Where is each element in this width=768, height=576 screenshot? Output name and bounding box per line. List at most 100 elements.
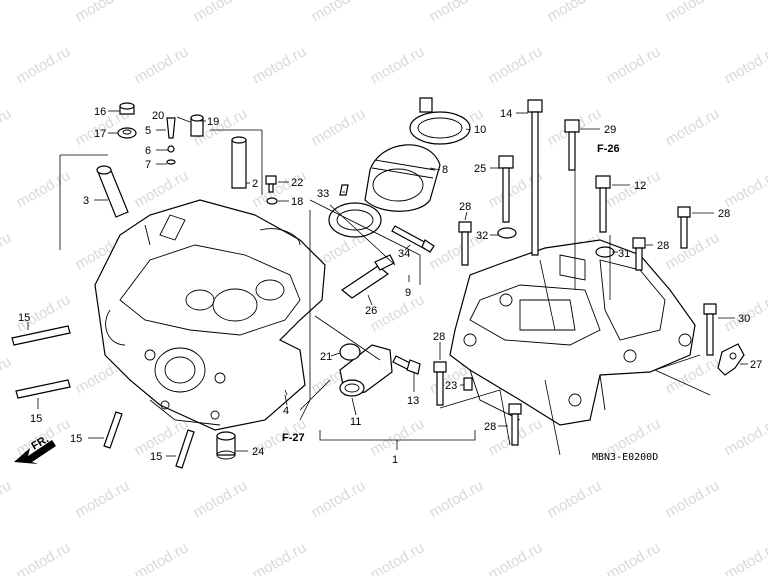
callout-13: 13 [407,395,419,407]
ref-f26: F-26 [597,143,620,155]
callout-14: 14 [500,108,512,120]
watermark-text: motod.ru [603,539,663,576]
watermark-text: motod.ru [367,43,427,87]
stud-15c [103,411,123,449]
callout-28-a: 28 [718,208,730,220]
spark-plug-26 [340,254,395,299]
bolt-29 [564,119,580,171]
diagram-code: MBN3-E0200D [592,452,658,463]
callout-34: 34 [398,248,410,260]
watermark-text: motod.ru [13,43,73,87]
watermark-text: motod.ru [721,539,768,576]
callout-20: 20 [152,110,164,122]
watermark-text: motod.ru [603,43,663,87]
ring-6 [167,145,175,153]
cap-nut-16 [119,102,135,115]
clamp-10 [409,97,471,145]
valve-guide-3 [96,165,129,218]
stud-15b [15,379,71,399]
watermark-text: motod.ru [485,539,545,576]
bolt-30 [703,303,717,356]
watermark-text: motod.ru [662,0,722,25]
stud-15d [175,429,195,469]
watermark-text: motod.ru [426,0,486,25]
watermark-text: motod.ru [0,477,14,521]
callout-22: 22 [291,177,303,189]
callout-12: 12 [634,180,646,192]
callout-16: 16 [94,106,106,118]
callout-29: 29 [604,124,616,136]
callout-leaders [27,110,748,457]
ref-f27: F-27 [282,432,305,444]
watermark-text: motod.ru [662,477,722,521]
watermark-text: motod.ru [249,539,309,576]
bolt-25 [498,155,514,223]
callout-15-c: 15 [70,433,82,445]
washer-32 [497,227,517,239]
watermark-text: motod.ru [190,0,250,25]
watermark-text: motod.ru [662,105,722,149]
bolt-28-b [677,206,691,249]
washer-17 [117,127,137,139]
bolt-28-a [458,221,472,266]
assembly-lines [59,129,711,456]
callout-24: 24 [252,446,264,458]
callout-27: 27 [750,359,762,371]
callout-28-d: 28 [433,331,445,343]
callout-11: 11 [350,416,361,428]
watermark-text: motod.ru [308,105,368,149]
watermark-text: motod.ru [13,167,73,211]
front-arrow-icon [14,440,56,464]
watermark-text: motod.ru [721,43,768,87]
watermark-text: motod.ru [662,229,722,273]
dowel-23 [463,377,473,391]
callout-15-a: 15 [18,312,30,324]
bolt-14 [527,99,543,256]
watermark-text: motod.ru [426,477,486,521]
callout-28-c: 28 [657,240,669,252]
bracket-27 [717,343,745,376]
bolt-22 [265,175,277,193]
watermark-text: motod.ru [0,105,14,149]
callout-8: 8 [442,164,448,176]
watermark-text: motod.ru [367,415,427,459]
watermark-text: motod.ru [367,539,427,576]
cylinder-head [94,199,326,431]
clip-7 [166,159,176,165]
callout-6: 6 [145,145,151,157]
callout-4: 4 [283,405,289,417]
watermark-text: motod.ru [308,477,368,521]
watermark-text: motod.ru [13,539,73,576]
callout-18: 18 [291,196,303,208]
callout-21: 21 [320,351,332,363]
watermark-text: motod.ru [72,0,132,25]
callout-1: 1 [392,454,398,466]
callout-10: 10 [474,124,486,136]
callout-28-b: 28 [459,201,471,213]
callout-19: 19 [207,116,219,128]
bolt-13 [392,355,421,375]
watermark-text: motod.ru [0,0,14,25]
o-ring-21 [339,343,361,361]
callout-30: 30 [738,313,750,325]
washer-18 [266,197,278,205]
insulator-8 [364,144,441,212]
callout-15-b: 15 [30,413,42,425]
bolt-12 [595,175,611,233]
watermark-text: motod.ru [249,43,309,87]
stud-15a [11,325,71,346]
bolt-5 [166,117,176,139]
callout-9: 9 [405,287,411,299]
bolt-28-c [632,237,646,271]
valve-guide-2 [231,136,247,189]
watermark-text: motod.ru [131,539,191,576]
washer-31 [595,246,615,258]
bolt-28-d [433,361,447,406]
callout-17: 17 [94,128,106,140]
watermark-text: motod.ru [485,43,545,87]
pin-33 [339,184,349,196]
callout-5: 5 [145,125,151,137]
watermark-text: motod.ru [131,43,191,87]
callout-31: 31 [618,248,630,260]
